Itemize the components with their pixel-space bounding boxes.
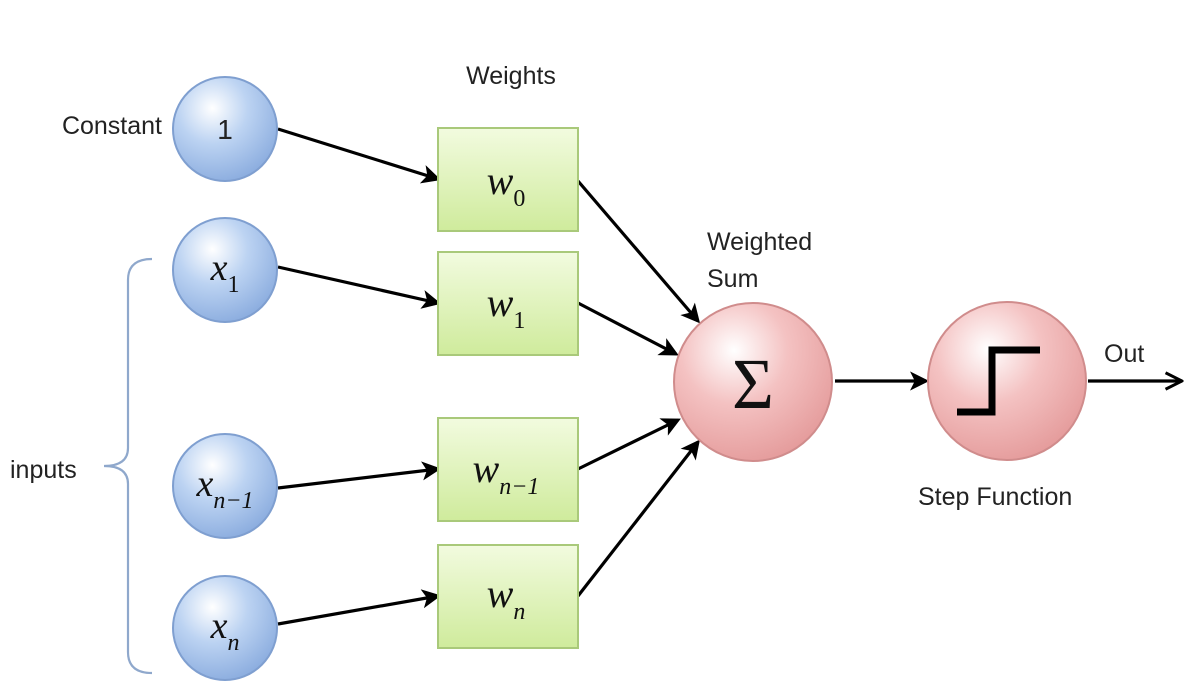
weight-node-w1: w1 [437, 251, 579, 356]
step-function-icon [957, 346, 1040, 416]
edge-wn-sum [576, 439, 700, 597]
sigma-symbol: Σ [732, 344, 774, 424]
out-label: Out [1104, 340, 1144, 368]
constant-label: Constant [62, 112, 162, 140]
svg-text:x1: x1 [210, 247, 240, 298]
weighted-sum-label-line1: Weighted [707, 228, 812, 256]
input-node-x1: x1 [172, 217, 278, 323]
svg-text:1: 1 [217, 114, 233, 145]
edge-x1-w1 [277, 265, 442, 309]
inputs-label: inputs [10, 456, 77, 484]
weighted-sum-label-line2: Sum [707, 265, 758, 293]
input-node-xn: xn [172, 575, 278, 681]
weight-node-w0: w0 [437, 127, 579, 232]
edge-constant-w0 [277, 127, 442, 184]
weights-label: Weights [466, 62, 556, 90]
edge-xn-wn [277, 589, 442, 626]
svg-text:xn−1: xn−1 [195, 463, 253, 514]
edge-w1-sum [577, 301, 679, 356]
inputs-brace [103, 257, 153, 675]
step-function-label: Step Function [918, 483, 1072, 511]
input-node-xn-1: xn−1 [172, 433, 278, 539]
sum-node: Σ [673, 302, 833, 462]
edge-xn-1-wn-1 [277, 461, 442, 490]
weight-node-wn: wn [437, 544, 579, 649]
edge-w0-sum [576, 179, 701, 324]
svg-text:wn: wn [487, 571, 526, 625]
step-function-node [927, 301, 1087, 461]
svg-text:wn−1: wn−1 [473, 446, 540, 500]
input-node-constant: 1 [172, 76, 278, 182]
weight-node-wn-1: wn−1 [437, 417, 579, 522]
svg-text:xn: xn [210, 605, 240, 656]
edge-wn-1-sum [577, 418, 681, 471]
svg-text:w0: w0 [487, 158, 526, 212]
svg-text:w1: w1 [487, 280, 526, 334]
